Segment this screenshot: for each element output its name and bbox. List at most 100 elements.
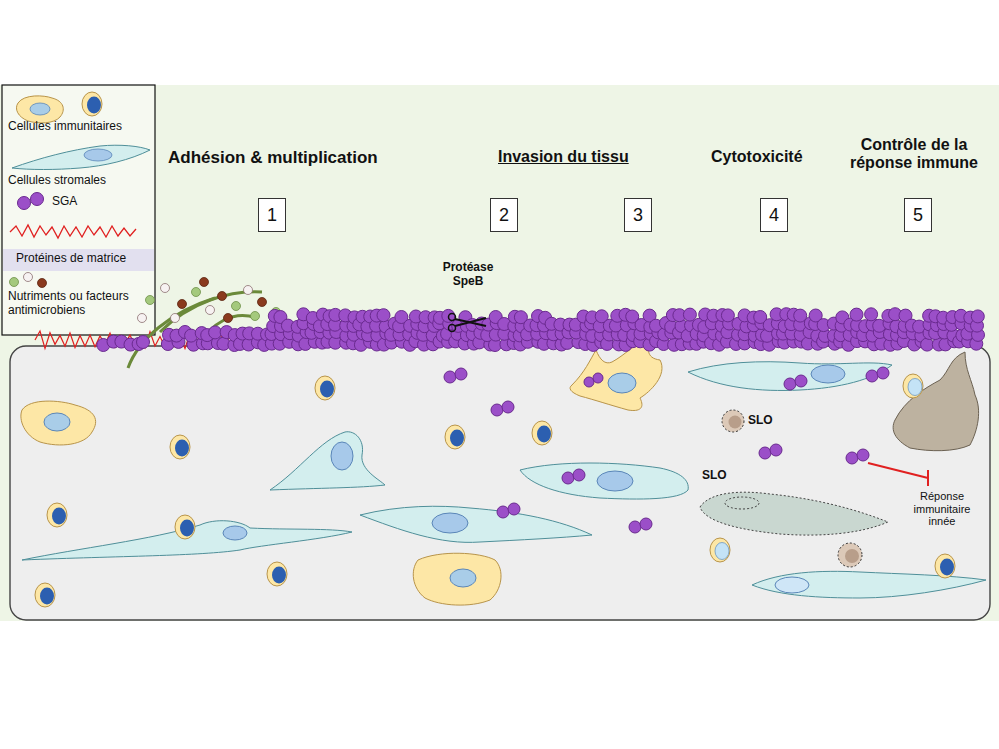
immune-cell xyxy=(445,425,465,449)
toxin-label: SLO xyxy=(748,414,773,428)
inhibition-line xyxy=(868,463,928,478)
bacterium xyxy=(865,308,878,321)
nucleus xyxy=(845,549,859,563)
nutrient-sample xyxy=(38,279,47,288)
bacterium xyxy=(759,447,771,459)
macrophage-sample xyxy=(16,96,63,123)
legend-label: Nutriments ou facteurs antimicrobiens xyxy=(8,290,153,318)
nucleus xyxy=(811,365,845,383)
bacterium xyxy=(683,308,696,321)
scissors-handle xyxy=(449,314,456,321)
scissors-icon xyxy=(449,314,487,332)
bacterium xyxy=(502,401,514,413)
nutrients xyxy=(138,278,281,323)
step-number-box: 4 xyxy=(760,198,788,232)
bacterium-sample xyxy=(31,193,44,206)
immune-cell xyxy=(267,562,287,586)
lysed-immune-cell xyxy=(838,543,862,567)
immune-cell xyxy=(532,421,552,445)
macrophage xyxy=(413,553,501,605)
nucleus xyxy=(432,513,468,533)
immune-cell xyxy=(935,554,955,578)
bacterium xyxy=(971,310,984,323)
immune-cell xyxy=(175,515,195,539)
bacterium xyxy=(491,404,503,416)
nucleus xyxy=(775,577,809,593)
nutrient xyxy=(146,296,155,305)
bacterium xyxy=(877,367,889,379)
legend-label: Protéines de matrice xyxy=(16,252,152,266)
immune-cell xyxy=(315,376,335,400)
stage-heading: Cytotoxicité xyxy=(711,148,803,166)
nucleus-sample xyxy=(84,149,112,161)
bacterium xyxy=(850,308,863,321)
callout-number: 3 xyxy=(633,205,643,226)
nucleus xyxy=(608,373,636,393)
nutrient xyxy=(251,312,260,321)
nutrient xyxy=(200,278,209,287)
bacterium xyxy=(442,309,455,322)
callout-number: 2 xyxy=(499,205,509,226)
bacterium xyxy=(455,368,467,380)
nutrient-sample xyxy=(10,278,19,287)
stromal-cell-sample xyxy=(12,145,150,169)
nutrient xyxy=(224,314,233,323)
step-number-box: 5 xyxy=(904,198,932,232)
bacterium xyxy=(846,452,858,464)
tissue xyxy=(10,346,990,620)
nucleus xyxy=(725,497,759,509)
immune-cell xyxy=(35,583,55,607)
bacterium xyxy=(137,336,150,349)
stromal-cell xyxy=(360,506,592,542)
nutrient xyxy=(171,314,180,323)
bacterium xyxy=(921,338,934,351)
nucleus xyxy=(44,413,70,431)
nucleus xyxy=(331,442,353,470)
lysed-immune-cell xyxy=(722,410,744,432)
macrophage xyxy=(570,335,662,411)
nutrient xyxy=(218,292,227,301)
immune-cell xyxy=(170,435,190,459)
bacterium-sample xyxy=(18,197,31,210)
bacterium xyxy=(721,309,734,322)
bacterium xyxy=(857,449,869,461)
callout-number: 5 xyxy=(913,205,923,226)
nutrient xyxy=(138,314,147,323)
bacterium xyxy=(508,503,520,515)
legend-label: SGA xyxy=(52,195,152,209)
legend-label: Cellules stromales xyxy=(8,174,153,188)
bacterium xyxy=(573,469,585,481)
nutrient xyxy=(178,300,187,309)
scissors-blade xyxy=(455,318,486,326)
nucleus xyxy=(450,569,476,587)
bacterium xyxy=(444,371,456,383)
matrix-sample xyxy=(10,225,136,238)
legend-band xyxy=(3,249,154,271)
nutrient xyxy=(244,286,253,295)
nucleus-sample xyxy=(30,103,50,115)
nutrient xyxy=(206,306,215,315)
bacteria-in-tissue xyxy=(444,367,889,533)
dead-macrophage xyxy=(893,352,978,451)
stromal-cell xyxy=(270,432,385,490)
lysed-stromal-cell xyxy=(700,492,888,535)
nutrient xyxy=(161,284,170,293)
immune-cell xyxy=(903,374,923,398)
bacterial-layer xyxy=(97,308,985,352)
stromal-cell xyxy=(520,463,688,499)
stage-heading: Invasion du tissu xyxy=(498,148,629,166)
adhesin xyxy=(160,292,262,332)
stage-heading: Contrôle de la réponse immune xyxy=(834,136,994,173)
step-number-box: 3 xyxy=(624,198,652,232)
bacterium xyxy=(497,506,509,518)
bacterium xyxy=(795,375,807,387)
response-label: Réponse immunitaire innée xyxy=(902,490,982,528)
callout-number: 1 xyxy=(267,205,277,226)
toxin-label: SLO xyxy=(702,469,727,483)
macrophage xyxy=(21,401,96,445)
immune-cell-sample xyxy=(82,92,102,116)
stromal-cell xyxy=(688,362,892,391)
step-number-box: 1 xyxy=(258,198,286,232)
